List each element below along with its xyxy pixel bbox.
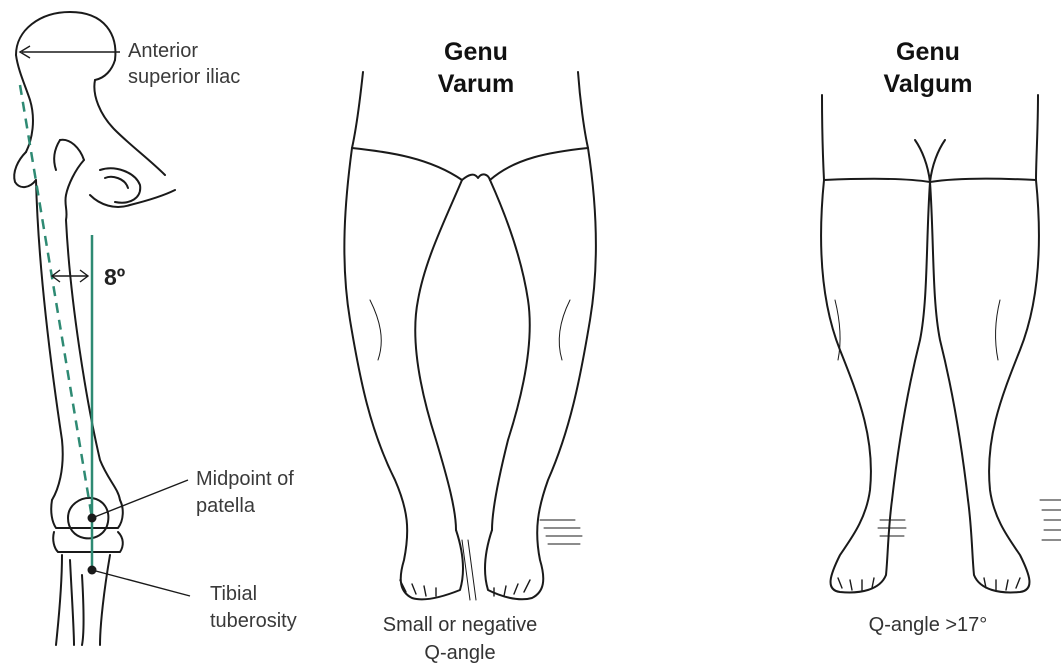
- patella-label-line1: Midpoint of: [196, 466, 294, 492]
- femur-drawing: [14, 140, 123, 528]
- varum-caption-line1: Small or negative: [350, 612, 570, 638]
- q-angle-lines: [20, 85, 92, 570]
- tibia-drawing: [53, 532, 123, 645]
- valgum-legs-drawing: [821, 95, 1061, 592]
- patella-pointer-line: [92, 480, 188, 518]
- varum-legs-drawing: [344, 72, 596, 600]
- varum-caption-line2: Q-angle: [350, 640, 570, 666]
- varum-title-line2: Varum: [376, 68, 576, 100]
- tibial-label-line1: Tibial: [210, 581, 257, 607]
- asis-label-line2: superior iliac: [128, 64, 240, 90]
- valgum-caption: Q-angle >17°: [818, 612, 1038, 638]
- varum-title-line1: Genu: [376, 36, 576, 68]
- valgum-title-line1: Genu: [828, 36, 1028, 68]
- patella-midpoint-dot: [88, 514, 97, 523]
- tibial-tuberosity-dot: [88, 566, 97, 575]
- patella-label-line2: patella: [196, 493, 255, 519]
- tibial-pointer-line: [92, 570, 190, 596]
- q-angle-degree-label: 8º: [104, 264, 125, 291]
- asis-label-line1: Anterior: [128, 38, 198, 64]
- tibial-label-line2: tuberosity: [210, 608, 297, 634]
- valgum-title-line2: Valgum: [828, 68, 1028, 100]
